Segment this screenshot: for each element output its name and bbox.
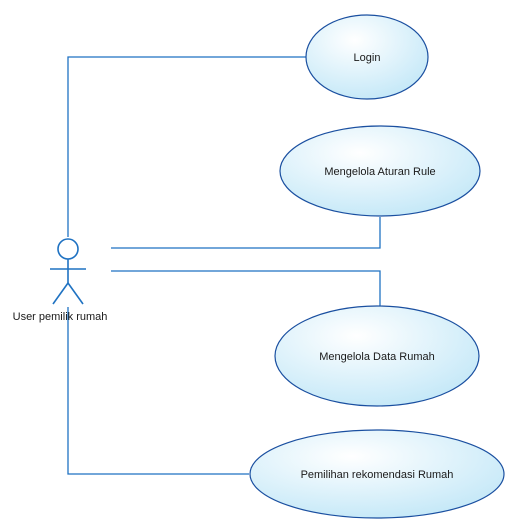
use-case-rekomendasi[interactable]: Pemilihan rekomendasi Rumah xyxy=(249,429,505,519)
use-case-label: Pemilihan rekomendasi Rumah xyxy=(301,469,454,481)
use-case-data-rumah[interactable]: Mengelola Data Rumah xyxy=(274,305,480,407)
actor-label: User pemilik rumah xyxy=(13,311,108,323)
use-case-aturan-rule[interactable]: Mengelola Aturan Rule xyxy=(279,125,481,217)
connector-aturan-rule xyxy=(111,217,381,249)
connector-login xyxy=(67,56,307,237)
use-case-label: Mengelola Aturan Rule xyxy=(324,166,435,178)
use-case-login[interactable]: Login xyxy=(305,14,429,100)
use-case-label: Mengelola Data Rumah xyxy=(319,351,435,363)
connector-data-rumah xyxy=(111,270,381,306)
connector-rekomendasi xyxy=(67,307,249,475)
stick-figure-actor-icon xyxy=(50,238,86,305)
use-case-label: Login xyxy=(354,52,381,64)
